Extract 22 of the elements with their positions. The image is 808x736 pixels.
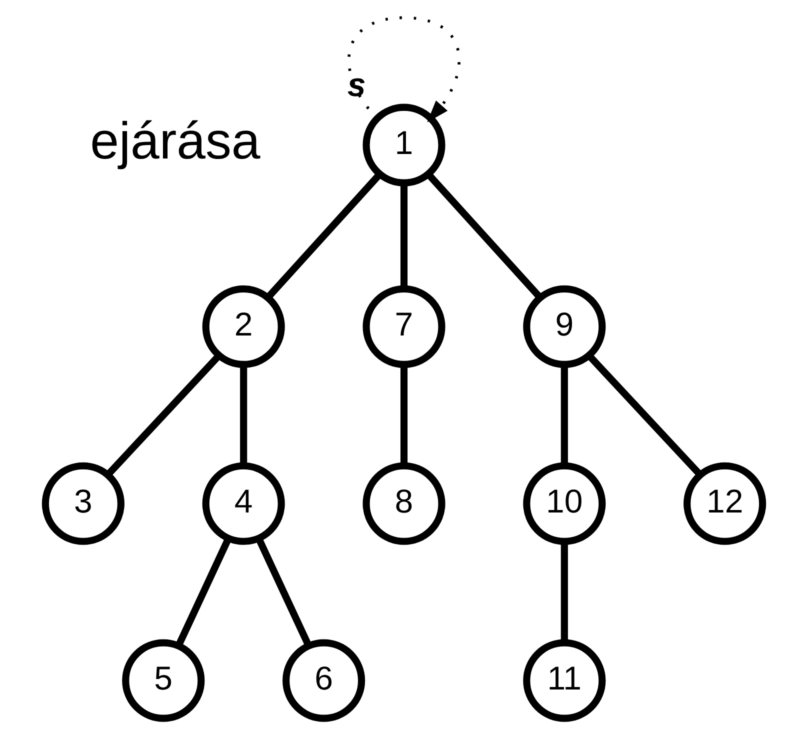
node-circle: 6 <box>282 639 366 722</box>
connector <box>255 536 312 646</box>
connector <box>426 172 542 300</box>
connector <box>176 536 232 646</box>
node-circle: 3 <box>42 462 124 545</box>
arrow <box>348 16 460 122</box>
connector <box>266 172 382 300</box>
node-circle: 2 <box>202 285 285 368</box>
node-circle: 4 <box>202 462 285 545</box>
node-circle: 7 <box>362 285 446 368</box>
node-circle: 10 <box>523 462 606 545</box>
connector <box>586 354 702 476</box>
node-circle: 5 <box>122 639 205 722</box>
label: ejárása <box>90 111 260 170</box>
connector <box>240 364 248 466</box>
connector <box>106 354 222 476</box>
node-circle: 9 <box>523 285 606 368</box>
node-circle: 12 <box>684 462 766 545</box>
node-circle: 8 <box>362 462 446 545</box>
node-circle: 11 <box>523 639 606 722</box>
node-label: s <box>347 66 366 104</box>
node-circle: 1 <box>362 104 446 186</box>
